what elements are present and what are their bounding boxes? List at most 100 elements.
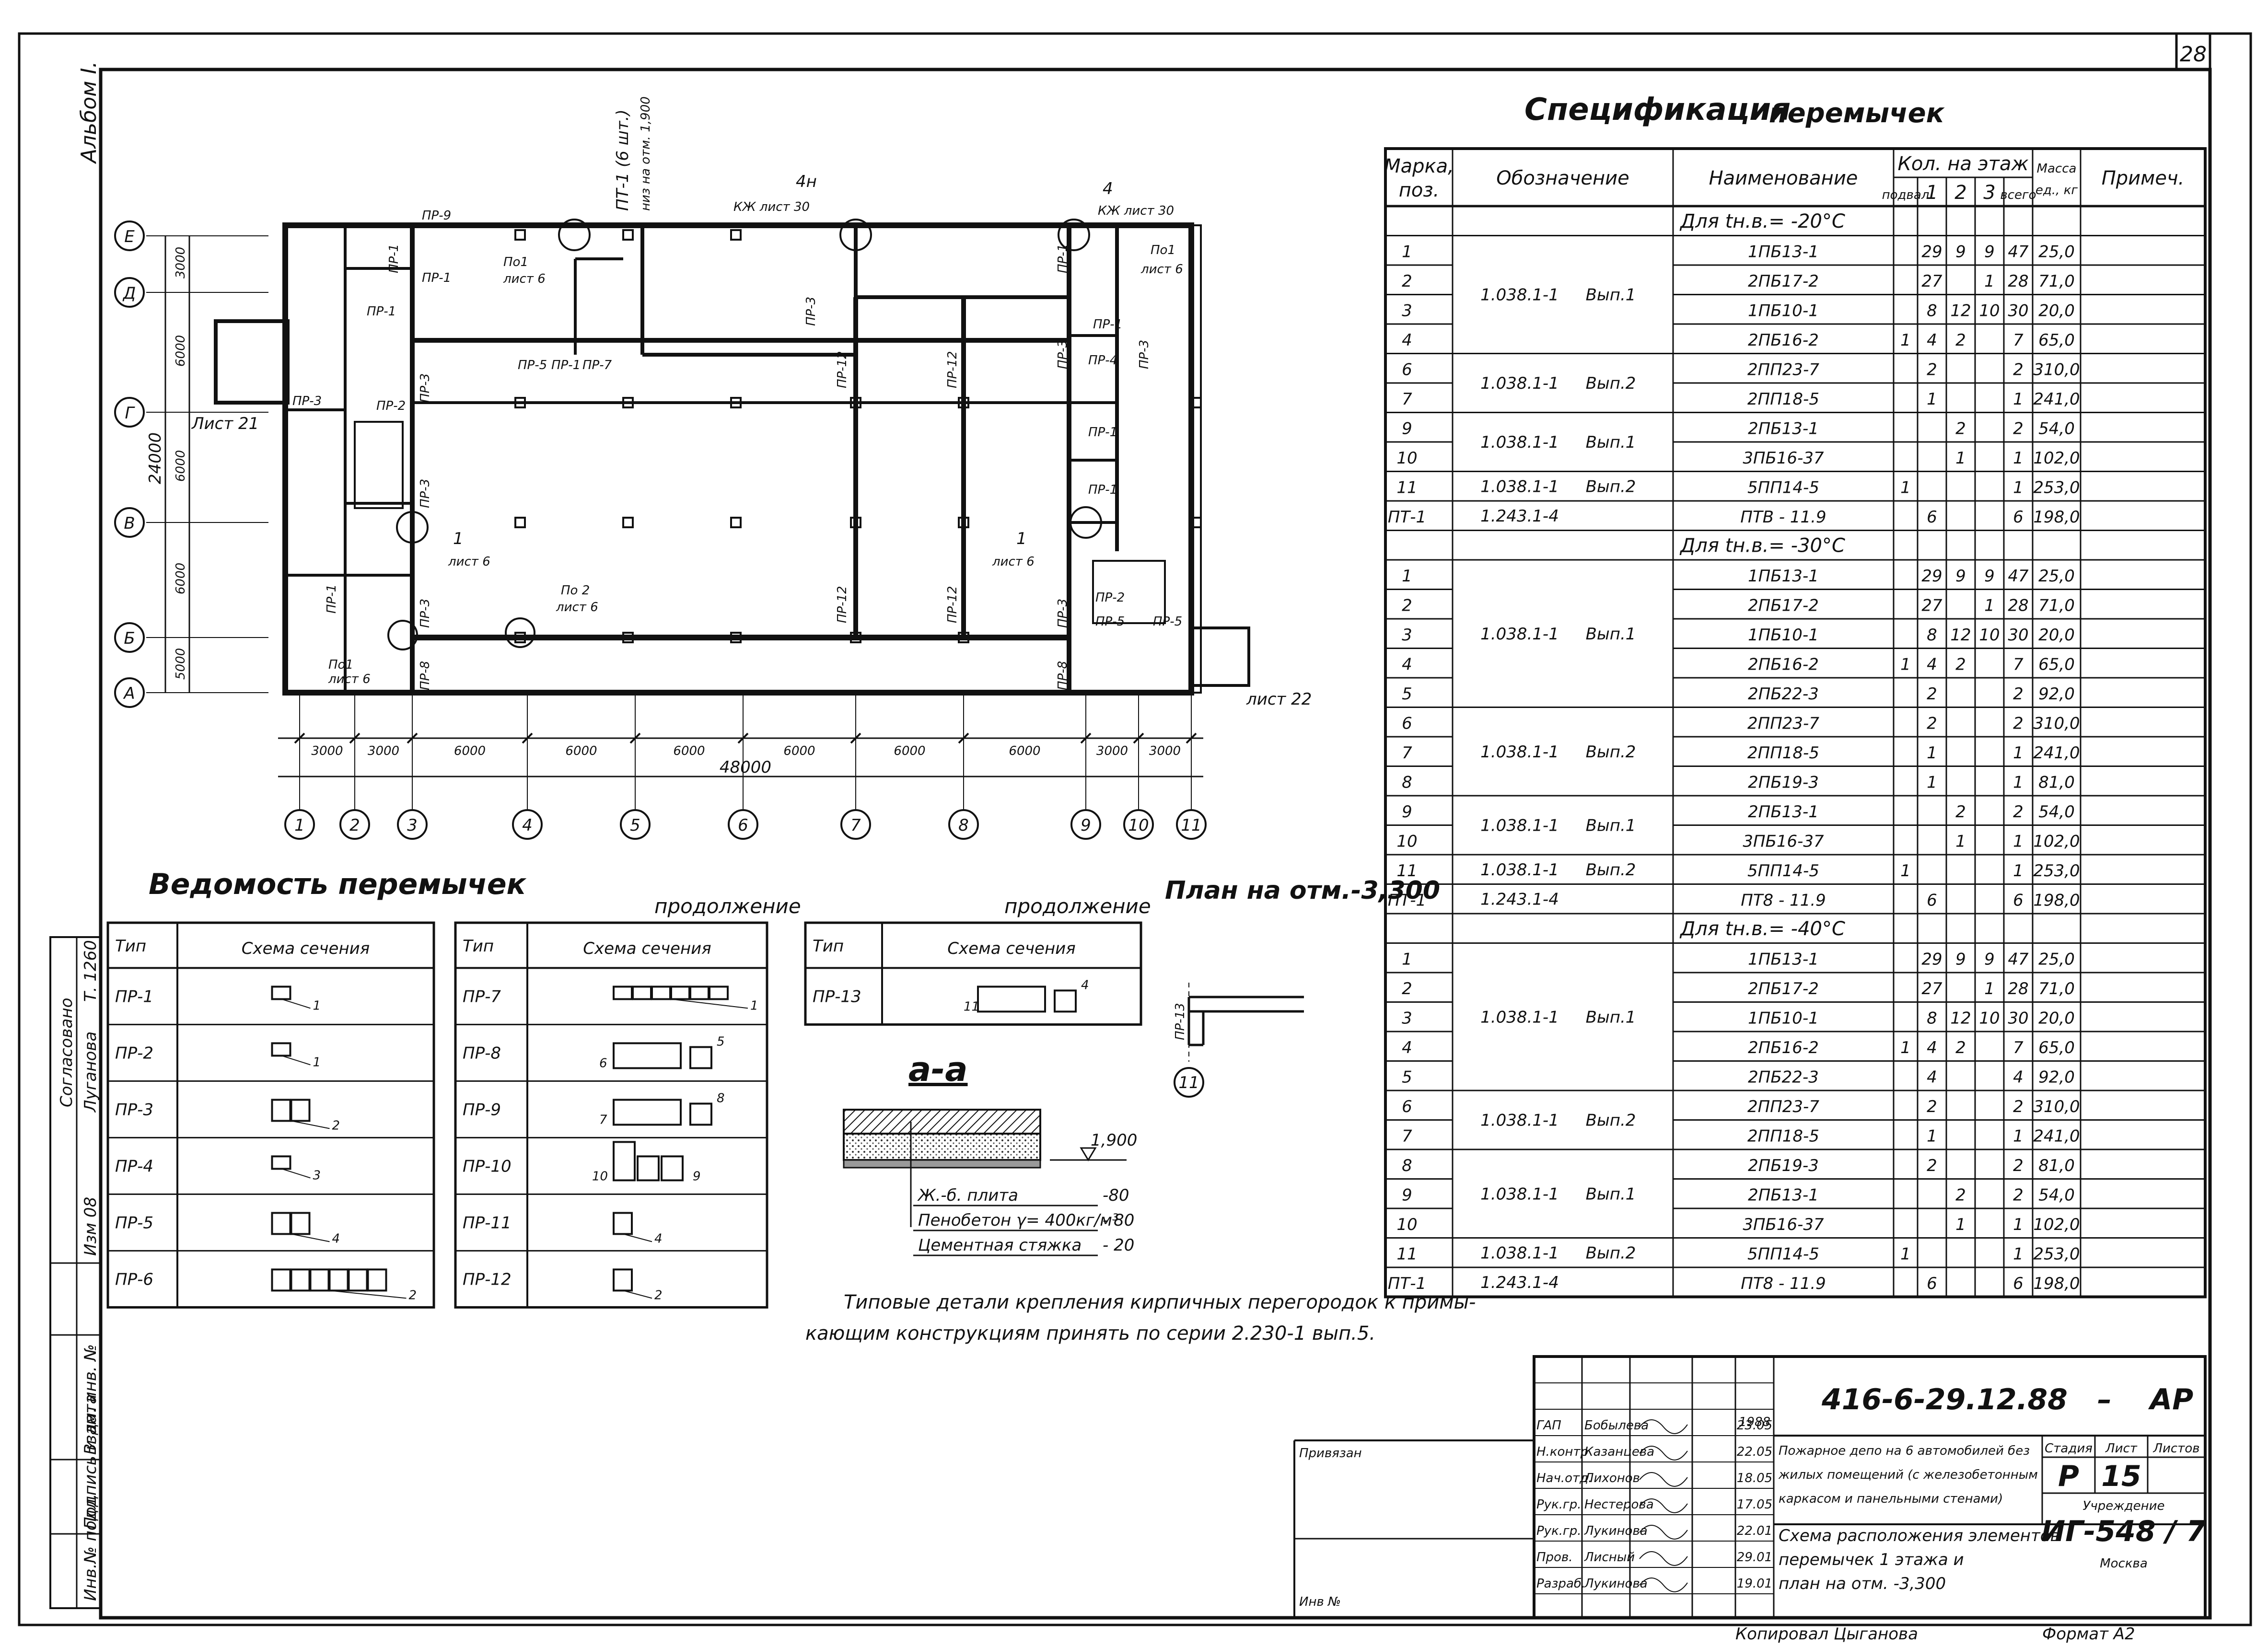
hdr-qty-col: всего bbox=[2000, 188, 2036, 202]
spec-qty: 4 bbox=[1927, 1068, 1937, 1087]
doc-dash: – bbox=[2097, 1383, 2112, 1416]
object-line: Пожарное депо на 6 автомобилей без bbox=[1779, 1444, 2030, 1458]
spec-name: ПТВ - 11.9 bbox=[1740, 508, 1826, 527]
spec-qty: 2 bbox=[1955, 419, 1966, 439]
org-label: Учреждение bbox=[2083, 1499, 2165, 1513]
spec-qty: 1 bbox=[1900, 478, 1911, 498]
tag-pr2: ПР-2 bbox=[376, 399, 406, 413]
spec-qty: 1 bbox=[2013, 1215, 2024, 1234]
callout-po2: По 2 bbox=[561, 583, 590, 598]
tag-pr3-g: ПР-3 bbox=[418, 599, 432, 628]
spec-mass: 65,0 bbox=[2038, 1038, 2075, 1057]
lintel-type: ПР-2 bbox=[115, 1044, 153, 1063]
spec-qty: 30 bbox=[2008, 1009, 2028, 1028]
spec-name: 5ПП14-5 bbox=[1747, 1245, 1819, 1264]
horizontal-dim: 3000 bbox=[311, 744, 343, 758]
spec-qty: 28 bbox=[2008, 272, 2028, 291]
lintel-type: ПР-1 bbox=[115, 987, 153, 1006]
spec-designation: 1.038.1-1 bbox=[1480, 374, 1559, 393]
detail-axis: 11 bbox=[1178, 1073, 1199, 1092]
spec-designation: 1.243.1-4 bbox=[1480, 1273, 1559, 1292]
layer-name: Пенобетон γ= 400кг/м³ bbox=[918, 1211, 1119, 1230]
axis-number-9: 9 bbox=[1081, 816, 1091, 835]
spec-name: ПТ8 - 11.9 bbox=[1741, 1274, 1826, 1293]
role: Рук.гр. bbox=[1536, 1497, 1581, 1512]
spec-qty: 6 bbox=[1927, 508, 1937, 527]
lintel-type: ПР-9 bbox=[463, 1100, 501, 1119]
role-date: 17.05 bbox=[1737, 1497, 1772, 1512]
hdr-mark: Марка, bbox=[1384, 155, 1454, 177]
spec-qty: 4 bbox=[2013, 1068, 2024, 1087]
spec-mark: 5 bbox=[1402, 684, 1412, 704]
callout-po1-b: По1 bbox=[1151, 243, 1175, 257]
spec-qty: 2 bbox=[2013, 1156, 2024, 1175]
spec-qty: 2 bbox=[1927, 360, 1937, 380]
spec-name: 3ПБ16-37 bbox=[1743, 1215, 1824, 1234]
hdr-name: Наименование bbox=[1709, 167, 1858, 189]
spec-qty: 1 bbox=[2013, 832, 2024, 851]
spec-qty: 12 bbox=[1950, 1009, 1971, 1028]
spec-mass: 92,0 bbox=[2038, 1068, 2075, 1087]
spec-mark: 7 bbox=[1402, 743, 1412, 763]
spec-mark: ПТ-1 bbox=[1388, 1274, 1426, 1293]
spec-qty: 1 bbox=[1955, 449, 1966, 468]
spec-mark: 3 bbox=[1402, 302, 1412, 321]
tag-pr1-g: ПР-1 bbox=[1056, 244, 1070, 273]
hdr-designation: Обозначение bbox=[1496, 167, 1629, 189]
spec-designation: 1.038.1-1 bbox=[1480, 1008, 1559, 1027]
spec-issue: Вып.2 bbox=[1586, 477, 1636, 496]
spec-mark: 11 bbox=[1396, 861, 1417, 881]
tag-pr1: ПР-1 bbox=[422, 271, 451, 285]
spec-mark: 6 bbox=[1402, 714, 1412, 733]
spec-qty: 6 bbox=[2013, 891, 2024, 910]
role-date: 22.05 bbox=[1737, 1445, 1772, 1459]
spec-mass: 65,0 bbox=[2038, 331, 2075, 350]
scheme-mark: 6 bbox=[599, 1056, 607, 1070]
axis-number-1: 1 bbox=[294, 816, 305, 835]
tag-pr9: ПР-9 bbox=[422, 209, 451, 223]
spec-qty: 10 bbox=[1979, 1009, 2000, 1028]
spec-name: 2ПБ17-2 bbox=[1748, 272, 1819, 291]
spec-designation: 1.038.1-1 bbox=[1480, 742, 1559, 762]
doc-code: 416-6-29.12.88 bbox=[1821, 1383, 2068, 1416]
stage-label: Стадия bbox=[2045, 1441, 2093, 1456]
spec-qty: 2 bbox=[1927, 684, 1937, 704]
outer-frame bbox=[18, 32, 2252, 1626]
scheme-mark: 4 bbox=[654, 1231, 663, 1246]
scheme-mark: 1 bbox=[750, 998, 758, 1013]
spec-mass: 102,0 bbox=[2033, 832, 2080, 851]
spec-mass: 20,0 bbox=[2038, 302, 2075, 321]
spec-name: 3ПБ16-37 bbox=[1743, 832, 1824, 851]
callout-po1-c: По1 bbox=[328, 658, 353, 672]
callout-po1-b-ref: лист 6 bbox=[1140, 262, 1183, 277]
spec-mass: 25,0 bbox=[2038, 950, 2075, 969]
spec-designation: 1.038.1-1 bbox=[1480, 1111, 1559, 1130]
spec-mass: 54,0 bbox=[2038, 802, 2075, 822]
spec-qty: 1 bbox=[2013, 743, 2024, 763]
scheme-mark: 3 bbox=[313, 1168, 321, 1183]
horizontal-dim: 6000 bbox=[783, 744, 815, 758]
role: Н.контр bbox=[1536, 1445, 1588, 1459]
inner-frame bbox=[99, 68, 2212, 1620]
axis-number-3: 3 bbox=[407, 816, 418, 835]
spec-mass: 198,0 bbox=[2033, 1274, 2080, 1293]
spec-issue: Вып.1 bbox=[1586, 816, 1636, 835]
spec-mass: 54,0 bbox=[2038, 419, 2075, 439]
spec-mark: ПТ-1 bbox=[1388, 891, 1426, 910]
spec-mass: 81,0 bbox=[2038, 773, 2075, 792]
spec-qty: 1 bbox=[2013, 773, 2024, 792]
horizontal-dim: 3000 bbox=[1149, 744, 1181, 758]
horizontal-total: 48000 bbox=[720, 758, 771, 777]
role: Нач.отд. bbox=[1536, 1471, 1592, 1485]
spec-issue: Вып.2 bbox=[1586, 742, 1636, 762]
lintel-type: ПР-3 bbox=[115, 1100, 153, 1119]
stamp-sign-date: Подпись и дата bbox=[81, 1394, 100, 1529]
spec-qty: 8 bbox=[1927, 302, 1937, 321]
spec-designation: 1.243.1-4 bbox=[1480, 890, 1559, 909]
spec-qty: 2 bbox=[2013, 419, 2024, 439]
spec-mark: 1 bbox=[1402, 567, 1412, 586]
spec-mass: 92,0 bbox=[2038, 684, 2075, 704]
tag-pr3: ПР-3 bbox=[292, 394, 322, 408]
